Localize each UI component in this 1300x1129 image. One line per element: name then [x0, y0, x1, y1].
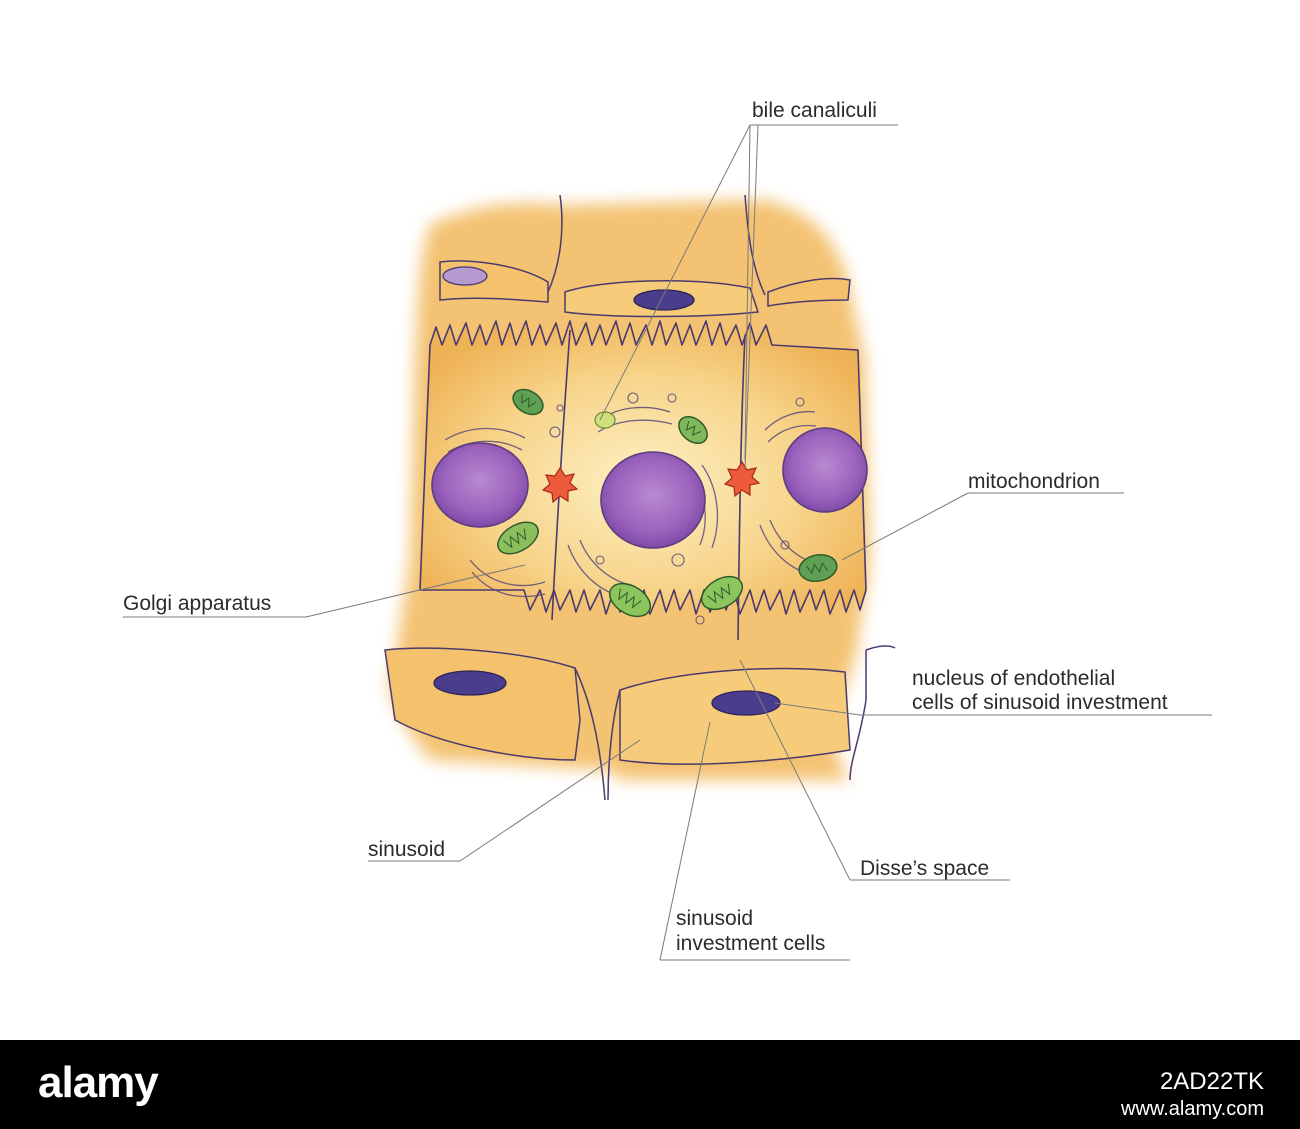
- endothelial-nucleus: [433, 670, 507, 696]
- bottom-investment-cells: [384, 645, 896, 801]
- label-sinusoid-investment-line1: sinusoid: [676, 907, 754, 930]
- label-bile-canaliculi: bile canaliculi: [752, 99, 877, 122]
- mitochondrion: [700, 575, 744, 611]
- nucleus: [782, 427, 868, 513]
- label-golgi-apparatus: Golgi apparatus: [123, 592, 272, 615]
- alamy-logo: alamy: [38, 1058, 159, 1107]
- bile-canaliculi: [541, 460, 761, 504]
- liver-cells-diagram: [123, 124, 1212, 961]
- bile-canaliculus: [723, 460, 761, 498]
- top-investment-cells: [439, 194, 851, 318]
- label-nucleus-endothelial-line1: nucleus of endothelial: [912, 667, 1116, 690]
- vesicle: [594, 411, 616, 429]
- nucleus: [600, 451, 706, 549]
- bile-canaliculus: [541, 466, 579, 504]
- label-nucleus-endothelial-line2: cells of sinusoid investment: [912, 691, 1168, 714]
- label-sinusoid: sinusoid: [368, 838, 446, 861]
- illustration: bile canaliculi mitochondrion Golgi appa…: [123, 99, 1212, 961]
- mitochondrion: [512, 388, 544, 416]
- leader-lines: [123, 124, 1212, 961]
- mitochondria: [497, 388, 838, 618]
- endothelial-nucleus: [711, 690, 781, 716]
- nucleus: [431, 442, 529, 528]
- endothelial-nucleus: [633, 289, 695, 311]
- mitochondrion: [608, 582, 652, 618]
- hepatocyte-nuclei: [431, 427, 868, 549]
- vesicles: [549, 392, 805, 625]
- site-url: www.alamy.com: [1121, 1098, 1264, 1120]
- endothelial-nucleus: [442, 266, 488, 286]
- label-disses-space: Disse’s space: [860, 857, 990, 880]
- label-sinusoid-investment-line2: investment cells: [676, 932, 826, 955]
- label-mitochondrion: mitochondrion: [968, 470, 1100, 493]
- mitochondrion: [497, 521, 539, 555]
- watermark-footer: alamy 2AD22TK www.alamy.com: [0, 1040, 1300, 1129]
- mitochondrion: [798, 554, 838, 582]
- image-id: 2AD22TK: [1159, 1068, 1264, 1095]
- mitochondrion: [678, 415, 708, 445]
